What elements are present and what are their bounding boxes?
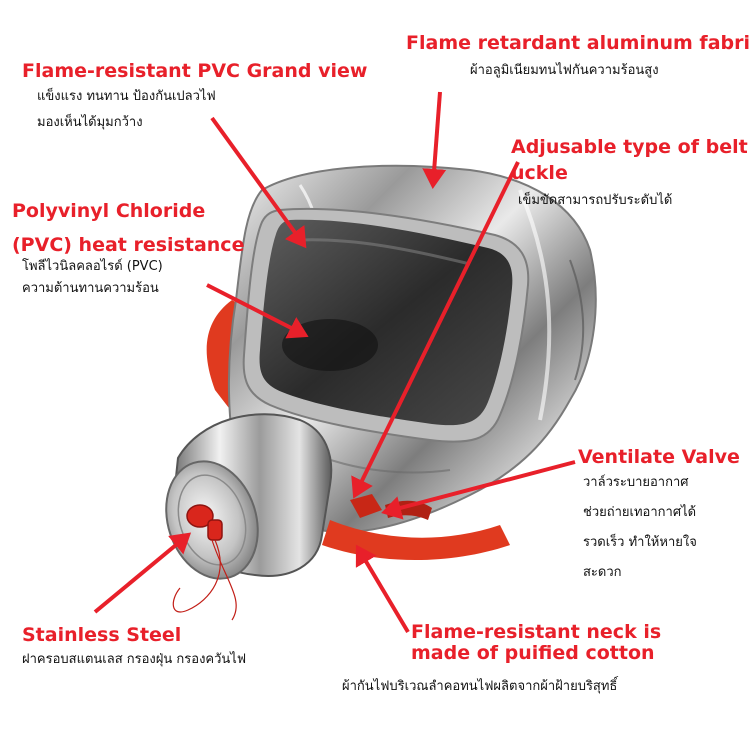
callout-neck-desc: ผ้ากันไฟบริเวณลำคอทนไฟผลิตจากผ้าฝ้ายบริส…	[342, 679, 618, 694]
callout-valve-desc: วาล์วระบายอากาศ ช่วยถ่ายเทอากาศได้ รวดเร…	[583, 475, 697, 580]
callout-steel-title: Stainless Steel	[22, 624, 182, 646]
arrow-icon	[381, 460, 576, 520]
callout-pvc-heat-title: Polyvinyl Chloride (PVC) heat resistance	[12, 200, 245, 256]
callout-belt-title: Adjusable type of belt uckle	[511, 136, 748, 184]
arrow-icon	[351, 161, 520, 499]
arrow-icon	[93, 532, 192, 614]
callout-aluminum-desc: ผ้าอลูมิเนียมทนไฟกันความร้อนสูง	[470, 63, 659, 78]
callout-pvc-heat-desc: โพลีไวนิลคลอไรด์ (PVC) ความต้านทานความร้…	[22, 259, 163, 296]
callout-steel-desc: ฝาครอบสแตนเลส กรองฝุ่น กรองควันไฟ	[22, 652, 247, 667]
arrow-icon	[210, 116, 307, 249]
arrow-icon	[355, 544, 410, 634]
callout-aluminum-title: Flame retardant aluminum fabric	[406, 32, 750, 54]
callout-pvc-view-title: Flame-resistant PVC Grand view	[22, 60, 368, 82]
arrow-icon	[206, 283, 309, 339]
callout-belt-desc: เข็มขัดสามารถปรับระดับได้	[518, 193, 673, 208]
belt-buckle	[350, 494, 382, 518]
arrow-icon	[422, 91, 447, 189]
callout-neck-title: Flame-resistant neck is made of puified …	[411, 621, 662, 664]
callout-pvc-view-desc: แข็งแรง ทนทาน ป้องกันเปลวไฟ มองเห็นได้มุ…	[37, 89, 216, 130]
callout-valve-title: Ventilate Valve	[578, 446, 740, 468]
